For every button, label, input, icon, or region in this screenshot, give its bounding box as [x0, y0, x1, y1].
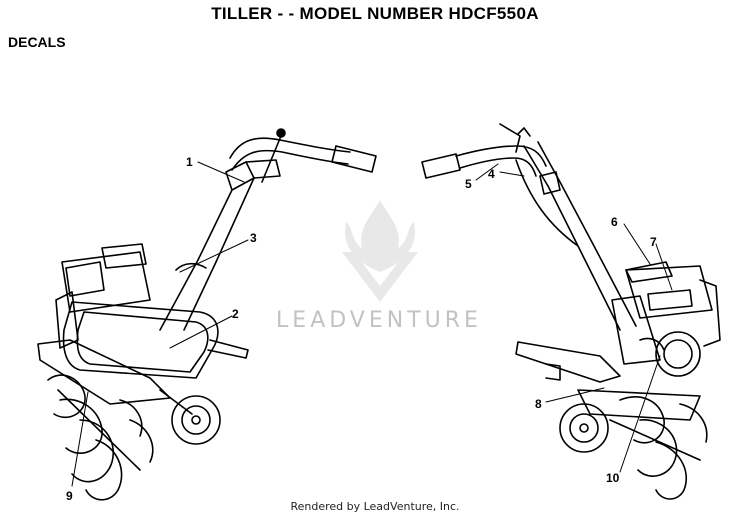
footer-credit: Rendered by LeadVenture, Inc.	[290, 500, 460, 513]
page-title: TILLER - - MODEL NUMBER HDCF550A	[211, 4, 539, 23]
callout-9: 9	[66, 489, 73, 503]
leader-lines	[71, 161, 673, 487]
callout-2: 2	[232, 307, 239, 321]
section-label: DECALS	[8, 34, 66, 50]
right-tiller	[421, 123, 721, 500]
callout-4: 4	[488, 167, 495, 181]
callout-1: 1	[186, 155, 193, 169]
callout-3: 3	[250, 231, 257, 245]
callout-10: 10	[606, 471, 620, 485]
watermark-text: LEADVENTURE	[276, 308, 482, 333]
leadventure-logo-icon	[342, 200, 418, 302]
callout-6: 6	[611, 215, 618, 229]
callout-7: 7	[650, 235, 657, 249]
left-tiller	[37, 128, 377, 501]
callout-8: 8	[535, 397, 542, 411]
callout-5: 5	[465, 177, 472, 191]
